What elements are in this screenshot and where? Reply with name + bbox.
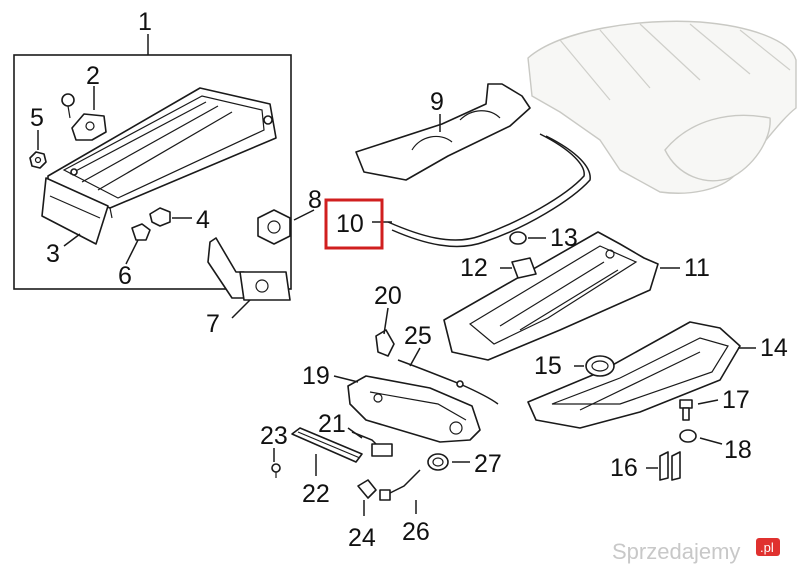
side-panel-part [41, 177, 109, 245]
compartment-lid-part [443, 231, 659, 361]
callout-2: 2 [86, 62, 100, 90]
watermark-text: Sprzedajemy [612, 539, 740, 564]
callout-21: 21 [318, 410, 346, 438]
hinge-bracket-part [207, 237, 291, 301]
callout-25: 25 [404, 322, 432, 350]
callout-16: 16 [610, 454, 638, 482]
callout-5: 5 [30, 104, 44, 132]
callout-12: 12 [460, 254, 488, 282]
callout-20: 20 [374, 282, 402, 310]
small-bracket-part [375, 329, 395, 357]
clip-part [149, 207, 171, 227]
screw-part [61, 93, 75, 119]
gear-plate-part [257, 209, 291, 245]
clip-part-24 [357, 479, 377, 499]
callout-labels: 1 2 3 4 5 6 7 8 9 10 11 12 13 14 15 16 1… [30, 8, 788, 552]
pump-part [427, 453, 449, 471]
callout-18: 18 [724, 436, 752, 464]
callout-8: 8 [308, 186, 322, 214]
nut-part [29, 151, 47, 169]
watermark-badge [756, 538, 780, 556]
mounting-plate-part [511, 257, 537, 279]
cable-part [397, 359, 499, 405]
clip-part-small [131, 223, 151, 241]
connector-part [379, 469, 421, 501]
callout-24: 24 [348, 524, 376, 552]
callout-4: 4 [196, 206, 210, 234]
soft-top-ghost [527, 20, 797, 194]
callout-26: 26 [402, 518, 430, 546]
callout-23: 23 [260, 422, 288, 450]
assembly-frame-1 [13, 34, 292, 290]
tonneau-panel-part [355, 83, 531, 181]
bracket-part [71, 113, 107, 141]
callout-15: 15 [534, 352, 562, 380]
watermark: Sprzedajemy .pl [612, 538, 780, 564]
callout-6: 6 [118, 262, 132, 290]
leader-lines [37, 86, 756, 516]
gas-strut-part [291, 427, 363, 463]
highlight-box-part-10 [324, 198, 384, 250]
nut-part-18 [679, 429, 697, 443]
callout-17: 17 [722, 386, 750, 414]
callout-19: 19 [302, 362, 330, 390]
callout-10: 10 [336, 210, 364, 238]
watermark-badge-text: .pl [760, 540, 774, 555]
actuator-part [351, 431, 393, 457]
bolt-part [679, 399, 693, 421]
callout-14: 14 [760, 334, 788, 362]
callout-7: 7 [206, 310, 220, 338]
clip-pair-part [659, 451, 681, 481]
callout-9: 9 [430, 88, 444, 116]
grommet-part [585, 355, 615, 377]
callout-1: 1 [138, 8, 152, 36]
callout-3: 3 [46, 240, 60, 268]
lower-tray-part [527, 321, 741, 429]
callout-13: 13 [550, 224, 578, 252]
weather-seal-part [387, 133, 591, 248]
hydraulic-block-part [347, 375, 481, 443]
callout-11: 11 [684, 254, 710, 282]
screw-part-23 [271, 463, 281, 478]
cap-part [509, 231, 527, 245]
callout-22: 22 [302, 480, 330, 508]
callout-27: 27 [474, 450, 502, 478]
